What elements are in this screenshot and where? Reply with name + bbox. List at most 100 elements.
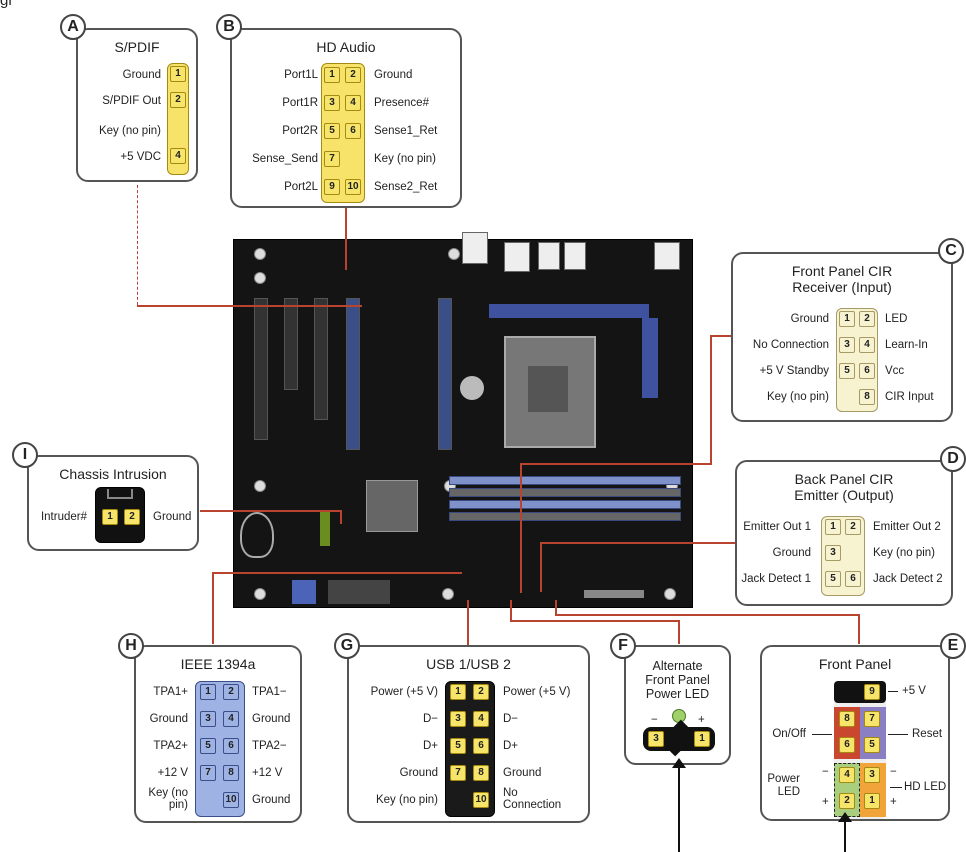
- hd-audio-pin: 5: [324, 123, 340, 139]
- cir-emitter-pin: 3: [825, 545, 841, 561]
- usb-left-label: D+: [422, 740, 438, 752]
- cir-receiver-pin: 2: [859, 311, 875, 327]
- badge-a: A: [60, 14, 86, 40]
- alt-power-led-title-2: Front Panel: [645, 673, 710, 687]
- cir-emitter-left-label: Ground: [772, 547, 811, 559]
- usb-right-label: D−: [503, 713, 519, 725]
- front-panel-pin: 2: [839, 793, 855, 809]
- hd-audio-pin: 2: [345, 67, 361, 83]
- ieee1394a-pin: 6: [223, 738, 239, 754]
- front-panel-pin: 1: [864, 793, 880, 809]
- ieee1394a-left-label: TPA2+: [153, 740, 188, 752]
- usb-pin: 2: [473, 684, 489, 700]
- usb-right-label: Power (+5 V): [503, 686, 571, 698]
- front-panel-hd-led: HD LED: [904, 781, 947, 793]
- usb-pin: 8: [473, 765, 489, 781]
- badge-d: D: [940, 446, 966, 472]
- cir-receiver-left-label: +5 V Standby: [759, 365, 829, 377]
- usb-right-label: No Connection: [503, 787, 562, 811]
- cir-emitter-pin: 5: [825, 571, 841, 587]
- ieee1394a-left-label: Ground: [149, 713, 188, 725]
- alt-power-led-box: Alternate Front Panel Power LED − + 3 1: [624, 645, 731, 765]
- ieee1394a-right-label: TPA2−: [252, 740, 287, 752]
- spdif-title: S/PDIF: [114, 39, 160, 55]
- front-panel-reset: Reset: [912, 728, 943, 740]
- badge-i: I: [12, 442, 38, 468]
- chassis-intrusion-left-label: Intruder#: [40, 511, 87, 523]
- cir-emitter-right-label: Emitter Out 2: [873, 521, 941, 533]
- ieee1394a-title: IEEE 1394a: [180, 656, 256, 672]
- cir-receiver-left-label: Key (no pin): [766, 391, 829, 403]
- usb-right-label: D+: [503, 740, 519, 752]
- ieee1394a-pin: 10: [223, 792, 239, 808]
- cir-receiver-box: Front Panel CIR Receiver (Input) Ground …: [731, 252, 953, 422]
- spdif-label-4: +5 VDC: [120, 151, 161, 163]
- front-panel-pin: 8: [839, 711, 855, 727]
- spdif-pin: 1: [170, 66, 186, 82]
- front-panel-hd-minus: −: [890, 766, 897, 778]
- hd-audio-pin: 9: [324, 179, 340, 195]
- cir-receiver-pin: 8: [859, 389, 875, 405]
- front-panel-pin: 9: [864, 684, 880, 700]
- cir-receiver-right-label: Vcc: [885, 365, 905, 377]
- badge-c: C: [938, 238, 964, 264]
- cir-receiver-pin: 4: [859, 337, 875, 353]
- ieee1394a-pin: 2: [223, 684, 239, 700]
- front-panel-box: Front Panel 9 8 7 6 5 4 3 2 1 +5 V On/Of…: [760, 645, 950, 821]
- hd-audio-box: HD Audio Port1L Port1R Port2R Sense_Send…: [230, 28, 462, 208]
- hd-audio-pin: 6: [345, 123, 361, 139]
- ieee1394a-right-label: Ground: [252, 794, 291, 806]
- hd-audio-left-label: Port2R: [282, 125, 318, 137]
- front-panel-power-led: Power LED: [767, 773, 800, 798]
- usb-pin: 4: [473, 711, 489, 727]
- alt-power-led-title-1: Alternate: [652, 659, 703, 673]
- ieee1394a-pin: 4: [223, 711, 239, 727]
- hd-audio-left-label: Port1L: [284, 69, 318, 81]
- cir-receiver-pin: 3: [839, 337, 855, 353]
- cir-emitter-right-label: Key (no pin): [873, 547, 936, 559]
- ieee1394a-pin: 1: [200, 684, 216, 700]
- usb-title: USB 1/USB 2: [426, 656, 511, 672]
- spdif-connector: [167, 63, 189, 175]
- cir-receiver-left-label: No Connection: [752, 339, 829, 351]
- cir-receiver-pin: 1: [839, 311, 855, 327]
- cir-emitter-box: Back Panel CIR Emitter (Output) Emitter …: [735, 460, 953, 606]
- chassis-intrusion-right-label: Ground: [153, 511, 192, 523]
- ieee1394a-pin: 5: [200, 738, 216, 754]
- hd-audio-left-label: Port2L: [284, 181, 318, 193]
- front-panel-pl-minus: −: [822, 766, 829, 778]
- alt-power-led-plus: +: [698, 714, 705, 726]
- cir-receiver-right-label: Learn-In: [885, 339, 928, 351]
- arrow-line-f: [678, 766, 680, 852]
- hd-audio-title: HD Audio: [316, 39, 376, 55]
- spdif-box: S/PDIF Ground S/PDIF Out Key (no pin) +5…: [76, 28, 198, 182]
- front-panel-pin: 7: [864, 711, 880, 727]
- hd-audio-pin: 7: [324, 151, 340, 167]
- front-panel-hd-plus: +: [890, 796, 897, 808]
- arrow-head-f: [672, 758, 686, 768]
- ieee1394a-pin: 3: [200, 711, 216, 727]
- arrow-head-e: [838, 812, 852, 822]
- ieee1394a-right-label: +12 V: [252, 767, 283, 779]
- hd-audio-left-label: Port1R: [282, 97, 318, 109]
- cir-emitter-left-label: Jack Detect 1: [741, 573, 811, 585]
- cir-receiver-right-label: CIR Input: [885, 391, 934, 403]
- chassis-intrusion-title: Chassis Intrusion: [59, 466, 167, 482]
- ieee1394a-pin: 7: [200, 765, 216, 781]
- motherboard-image: [233, 232, 693, 608]
- arrow-line-e: [844, 822, 846, 852]
- usb-pin: 3: [450, 711, 466, 727]
- hd-audio-pin: 3: [324, 95, 340, 111]
- chassis-intrusion-pin: 1: [102, 509, 118, 525]
- ieee1394a-box: IEEE 1394a TPA1+ Ground TPA2+ +12 V Key …: [134, 645, 302, 823]
- cir-emitter-title-2: Emitter (Output): [794, 487, 894, 503]
- badge-e: E: [940, 633, 966, 659]
- top-fragment: gr: [0, 0, 14, 9]
- usb-box: USB 1/USB 2 Power (+5 V) D− D+ Ground Ke…: [347, 645, 590, 823]
- usb-left-label: Ground: [399, 767, 438, 779]
- usb-pin: 7: [450, 765, 466, 781]
- cir-receiver-title-2: Receiver (Input): [792, 279, 892, 295]
- front-panel-onoff: On/Off: [772, 728, 806, 740]
- front-panel-pl-plus: +: [822, 796, 829, 808]
- front-panel-pin: 6: [839, 737, 855, 753]
